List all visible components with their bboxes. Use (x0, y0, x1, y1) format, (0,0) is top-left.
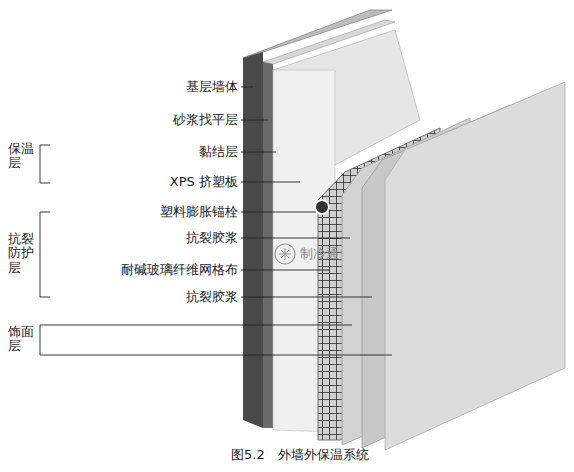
part-label: XPS 挤塑板 (170, 174, 238, 190)
watermark: 制冷通 (300, 246, 339, 262)
part-label: 耐碱玻璃纤维网格布 (121, 262, 238, 278)
part-label: 基层墙体 (186, 79, 238, 95)
part-label: 黏结层 (199, 144, 238, 160)
group-label: 饰面层 (8, 325, 34, 354)
part-label: 抗裂胶浆 (186, 230, 238, 246)
part-label: 塑料膨胀锚栓 (160, 204, 238, 220)
part-label: 抗裂胶浆 (186, 289, 238, 305)
figure-caption: 图5.2 外墙外保温系统 (231, 447, 369, 463)
group-label: 保温层 (8, 142, 34, 171)
part-label: 砂浆找平层 (173, 112, 238, 128)
group-label: 抗裂防护层 (8, 232, 34, 275)
